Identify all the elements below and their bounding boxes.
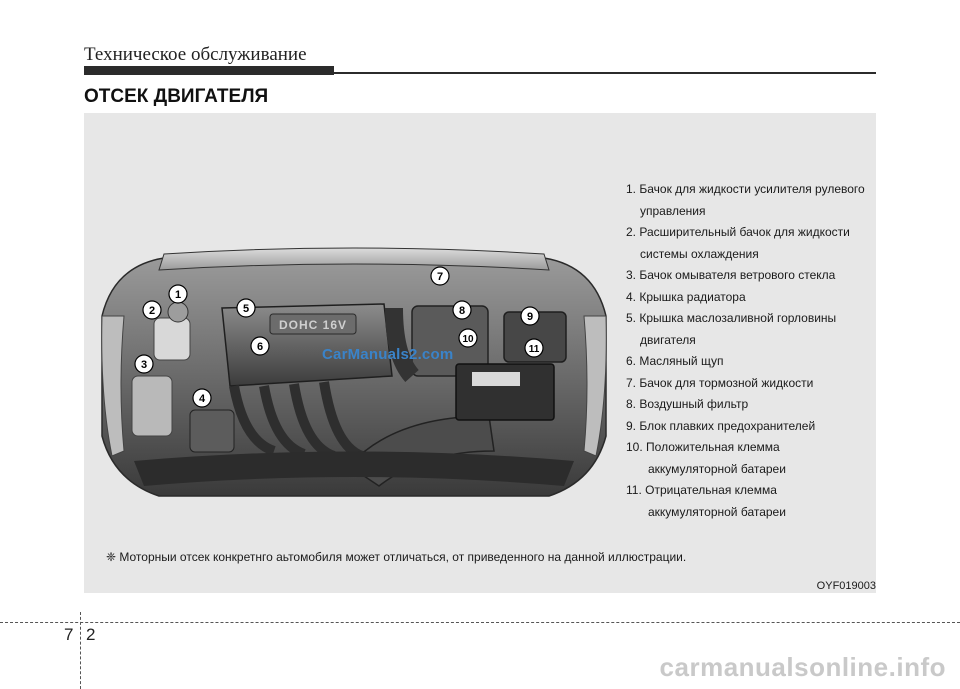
figure-panel: DOHC 16V 1 2 3 4 5 6 7 8 9 10 — [84, 113, 876, 593]
legend-item-1: 1. Бачок для жидкости усилителя рулевого… — [626, 182, 865, 218]
site-watermark[interactable]: carmanualsonline.info — [659, 652, 946, 682]
svg-text:1: 1 — [175, 289, 181, 301]
header-bar-thin — [334, 72, 876, 74]
header-title: Техническое обслуживание — [84, 44, 307, 65]
callout-6: 6 — [250, 336, 270, 356]
watermark-link[interactable]: CarManuals2.com — [322, 346, 454, 363]
legend-item-6: 6. Масляный щуп — [626, 354, 724, 368]
svg-text:7: 7 — [437, 271, 443, 283]
engine-illustration: DOHC 16V 1 2 3 4 5 6 7 8 9 10 — [101, 247, 607, 497]
legend-item-9: 9. Блок плавких предохранителей — [626, 418, 816, 433]
callout-2: 2 — [142, 300, 162, 320]
callout-3: 3 — [134, 354, 154, 374]
callout-10: 10 — [458, 328, 478, 348]
svg-text:11: 11 — [529, 344, 540, 355]
callout-8: 8 — [452, 300, 472, 320]
page-chapter: 7 — [64, 625, 74, 644]
svg-text:8: 8 — [459, 305, 465, 317]
legend-item-8: 8. Воздушный фильтр — [626, 397, 749, 411]
svg-text:4: 4 — [199, 393, 206, 405]
callout-1: 1 — [168, 284, 188, 304]
svg-text:3: 3 — [141, 359, 147, 371]
horizontal-dashed-rule — [0, 622, 960, 623]
callout-5: 5 — [236, 298, 256, 318]
svg-text:6: 6 — [257, 341, 263, 353]
callout-7: 7 — [430, 266, 450, 286]
callout-11: 11 — [524, 338, 544, 358]
legend: 1. Бачок для жидкости усилителя рулевого… — [626, 179, 876, 523]
legend-item-4: 4. Крышка радиатора — [626, 289, 746, 304]
vertical-dashed-rule — [80, 612, 81, 689]
svg-text:10: 10 — [462, 334, 474, 345]
page-number: 2 — [86, 625, 96, 644]
section-title: ОТСЕК ДВИГАТЕЛЯ — [84, 86, 269, 107]
header-bar-thick — [84, 66, 334, 75]
engine-cover-label: DOHC 16V — [279, 318, 347, 332]
footnote: ❈ Моторныи отсек конкретнго аьтомобиля м… — [106, 550, 687, 564]
svg-text:5: 5 — [243, 303, 249, 315]
svg-text:2: 2 — [149, 305, 155, 317]
figure-code: OYF019003 — [816, 580, 876, 592]
callout-4: 4 — [192, 388, 212, 408]
legend-item-7: 7. Бачок для тормозной жидкости — [626, 375, 814, 390]
svg-text:9: 9 — [527, 311, 533, 323]
callout-9: 9 — [520, 306, 540, 326]
legend-item-3: 3. Бачок омывателя ветрового стекла — [626, 268, 836, 282]
